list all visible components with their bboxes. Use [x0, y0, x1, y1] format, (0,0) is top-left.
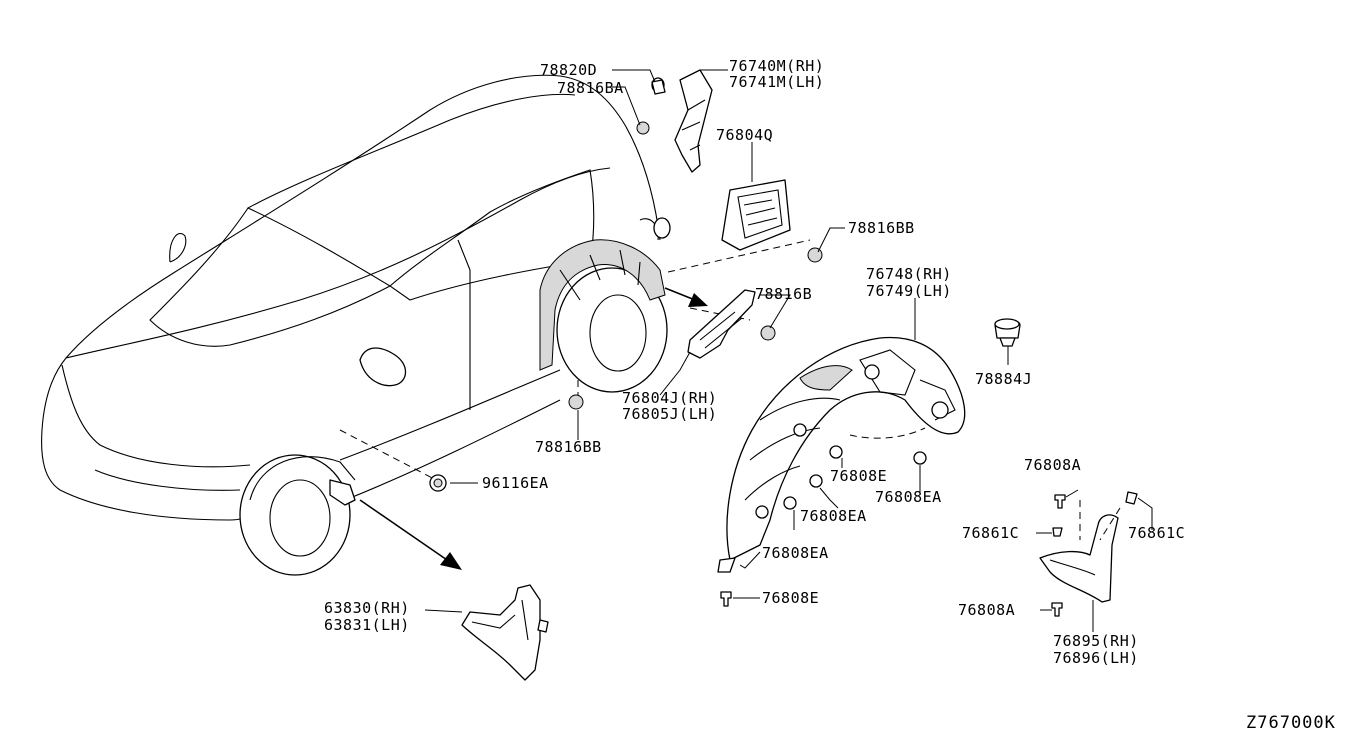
label-76804q: 76804Q [716, 126, 773, 144]
label-76740m: 76740M(RH) [729, 57, 824, 75]
label-76808a-bot: 76808A [958, 601, 1015, 619]
fender-protector-76748 [717, 336, 966, 573]
clip-76808ea-b [809, 474, 823, 488]
clip-76808e-a [829, 445, 843, 459]
clip-78884j [994, 318, 1021, 347]
mudguard-63830 [461, 584, 549, 681]
label-76895: 76895(RH) [1053, 632, 1139, 650]
label-76808e-b: 76808E [762, 589, 819, 607]
label-76808ea-b: 76808EA [800, 507, 867, 525]
ref-line-rear-top [667, 239, 811, 273]
label-76808a-top: 76808A [1024, 456, 1081, 474]
label-76805j: 76805J(LH) [622, 405, 717, 423]
clip-76808ea-c [783, 496, 797, 510]
label-76808ea-c: 76808EA [762, 544, 829, 562]
cover-76804q [721, 179, 823, 263]
label-76748: 76748(RH) [866, 265, 952, 283]
label-63831: 63831(LH) [324, 616, 410, 634]
label-76861c-right: 76861C [1128, 524, 1185, 542]
label-76896: 76896(LH) [1053, 649, 1139, 667]
arrow-front [359, 499, 462, 570]
label-76808ea-a: 76808EA [875, 488, 942, 506]
label-78816b: 78816B [755, 285, 812, 303]
label-76741m: 76741M(LH) [729, 73, 824, 91]
diagram-code: Z767000K [1246, 713, 1336, 733]
part-labels: 78820D 78816BA 76740M(RH) 76741M(LH) 768… [324, 57, 1336, 733]
ref-line-front [339, 429, 441, 483]
bracket-76804j [568, 289, 776, 410]
screw-76808e-b [720, 591, 732, 607]
label-76861c-left: 76861C [962, 524, 1019, 542]
label-78820d: 78820D [540, 61, 597, 79]
leader-lines [424, 69, 1153, 632]
bracket-76740m [636, 69, 713, 173]
label-76808e-a: 76808E [830, 467, 887, 485]
label-76749: 76749(LH) [866, 282, 952, 300]
label-78816ba: 78816BA [557, 79, 624, 97]
label-63830: 63830(RH) [324, 599, 410, 617]
vehicle-body [41, 74, 671, 576]
label-78816bb-top: 78816BB [848, 219, 915, 237]
label-96116ea: 96116EA [482, 474, 549, 492]
label-76804j: 76804J(RH) [622, 389, 717, 407]
label-78884j: 78884J [975, 370, 1032, 388]
clip-76808ea-a [913, 451, 927, 465]
mudguard-76895 [1039, 491, 1138, 617]
arrow-rear [664, 287, 708, 307]
label-78816bb-bot: 78816BB [535, 438, 602, 456]
